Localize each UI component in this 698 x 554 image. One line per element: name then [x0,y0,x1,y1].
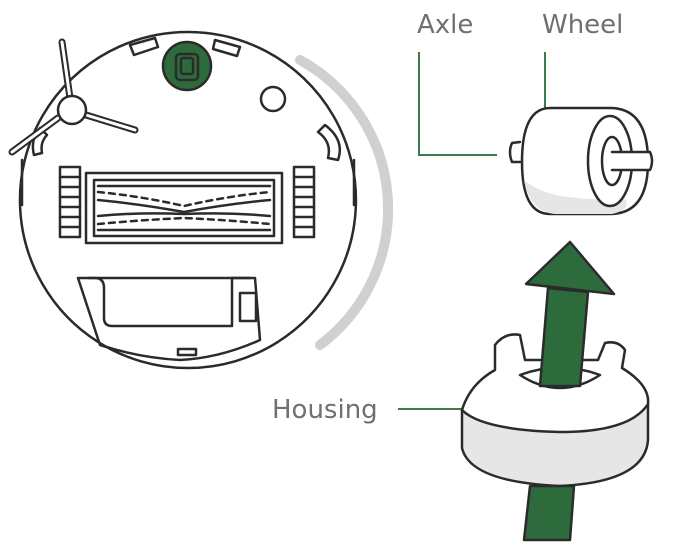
side-brush [8,38,139,156]
axle-leader [418,52,497,156]
robot-vacuum-underside [8,30,394,370]
install-direction-arrow [522,240,616,542]
dust-bin [76,276,262,362]
right-wheel-slot [292,165,316,239]
housing-label: Housing [272,395,378,425]
wheel-label: Wheel [542,10,623,40]
axle-label: Axle [417,10,473,40]
left-wheel-slot [58,165,82,239]
wheel-part [508,106,654,216]
brush-roll-bay [84,171,284,245]
